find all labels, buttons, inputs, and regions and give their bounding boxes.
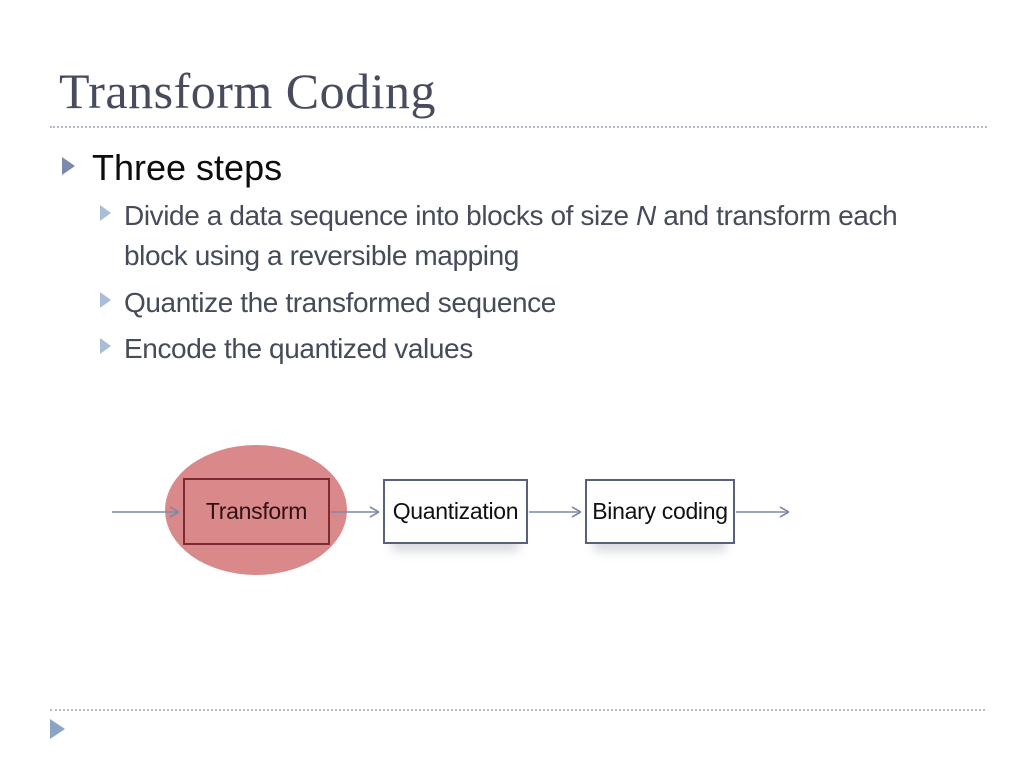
triangle-right-icon [100, 205, 111, 221]
footer-separator-line [50, 709, 985, 711]
highlight-ellipse [165, 445, 347, 575]
flow-box-binary-coding: Binary coding [585, 479, 735, 544]
flow-box-transform-label: Transform [205, 498, 308, 524]
sub-bullet-divide: Divide a data sequence into blocks of si… [100, 196, 924, 276]
flow-diagram-shapes [112, 445, 789, 575]
sub-bullet-encode-text: Encode the quantized values [124, 333, 473, 364]
sub-bullet-quantize-text: Quantize the transformed sequence [124, 287, 556, 318]
flow-box-quantization-label: Quantization [392, 498, 519, 524]
flow-box-binary-coding-label: Binary coding [592, 498, 728, 524]
title-separator-line [50, 126, 987, 128]
flow-box-transform: Transform [183, 478, 330, 545]
sub-bullet-divide-text: Divide a data sequence into blocks of si… [124, 196, 924, 276]
triangle-right-icon [50, 719, 65, 739]
sub-bullet-quantize: Quantize the transformed sequence [100, 283, 556, 323]
variable-n: N [636, 200, 656, 231]
triangle-right-icon [100, 338, 111, 354]
slide-title: Transform Coding [59, 63, 437, 119]
sub-bullet-divide-part2: and transform each block using a reversi… [124, 200, 898, 271]
bullet-heading-text: Three steps [92, 147, 283, 188]
bullet-item-three-steps: Three steps [62, 146, 282, 189]
flow-box-quantization: Quantization [383, 479, 528, 544]
transform-coding-flow-diagram: Transform Quantization Binary coding [0, 440, 850, 590]
triangle-right-icon [62, 157, 75, 175]
triangle-right-icon [100, 292, 111, 308]
sub-bullet-divide-part1: Divide a data sequence into blocks of si… [124, 200, 636, 231]
sub-bullet-encode: Encode the quantized values [100, 329, 473, 369]
